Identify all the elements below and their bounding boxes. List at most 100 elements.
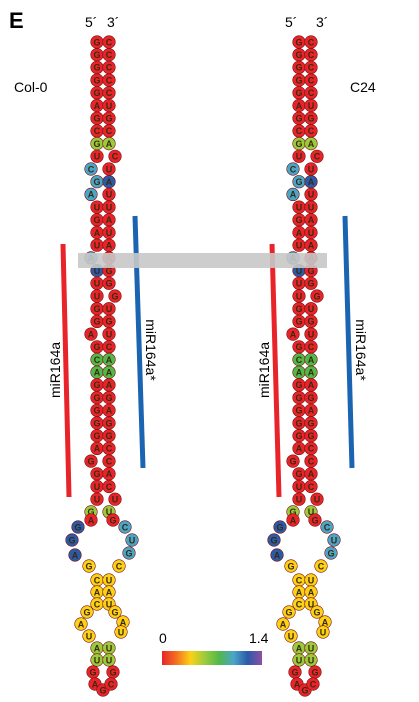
nucleotide-letter: A <box>308 241 315 251</box>
nucleotide-letter: A <box>106 177 113 187</box>
nucleotide-letter: G <box>295 114 302 124</box>
nucleotide-letter: G <box>295 406 302 416</box>
nucleotide-letter: C <box>106 126 113 136</box>
nucleotide-letter: G <box>291 667 298 677</box>
nucleotide-letter: C <box>94 126 101 136</box>
nucleotide-letter: U <box>106 507 113 517</box>
nucleotide-letter: G <box>87 456 94 466</box>
nucleotide-letter: U <box>308 575 315 585</box>
nucleotide-letter: C <box>318 561 325 571</box>
nucleotide-letter: C <box>106 482 113 492</box>
hairpin-c24: GCGCGCGCGCAUGGCCGAUCCUGAAUUUGAAUUAAAUGUG… <box>267 35 341 697</box>
nucleotide-circle <box>68 548 82 562</box>
nucleotide-letter: G <box>295 177 302 187</box>
nucleotide-letter: A <box>290 190 297 200</box>
star-bar-c24 <box>342 215 355 469</box>
nucleotide-letter: G <box>105 266 112 276</box>
nucleotide-letter: U <box>308 507 315 517</box>
nucleotide-letter: C <box>106 50 113 60</box>
star-label-col0: miR164a* <box>143 319 159 381</box>
nucleotide-letter: U <box>94 152 101 162</box>
nucleotide-letter: U <box>106 164 113 174</box>
nucleotide-letter: C <box>106 63 113 73</box>
nucleotide-letter: A <box>322 617 329 627</box>
nucleotide-letter: A <box>308 355 315 365</box>
nucleotide-letter: C <box>324 522 331 532</box>
nucleotide-letter: G <box>295 431 302 441</box>
three-prime-label-c24: 3´ <box>316 14 328 30</box>
nucleotide-letter: C <box>106 88 113 98</box>
nucleotide-letter: C <box>108 679 115 689</box>
nucleotide-letter: G <box>289 456 296 466</box>
nucleotide-letter: G <box>307 266 314 276</box>
nucleotide-letter: A <box>106 469 113 479</box>
nucleotide-circle <box>114 625 128 639</box>
nucleotide-letter: G <box>295 317 302 327</box>
nucleotide-letter: U <box>106 101 113 111</box>
nucleotide-letter: G <box>313 291 320 301</box>
nucleotide-letter: U <box>320 627 327 637</box>
nucleotide-circle <box>306 677 320 691</box>
nucleotide-letter: G <box>295 342 302 352</box>
five-prime-label-c24: 5´ <box>285 14 297 30</box>
nucleotide-letter: A <box>106 215 113 225</box>
nucleotide-letter: C <box>116 561 123 571</box>
nucleotide-letter: U <box>94 241 101 251</box>
star-label-c24: miR164a* <box>353 319 369 381</box>
nucleotide-letter: C <box>308 63 315 73</box>
nucleotide-circle <box>282 605 296 619</box>
nucleotide-circle <box>304 137 318 151</box>
nucleotide-letter: A <box>106 587 113 597</box>
nucleotide-circle <box>304 479 318 494</box>
nucleotide-letter: A <box>120 617 127 627</box>
nucleotide-letter: G <box>93 177 100 187</box>
nucleotide-letter: C <box>308 50 315 60</box>
nucleotide-letter: C <box>94 355 101 365</box>
nucleotide-letter: G <box>295 418 302 428</box>
nucleotide-letter: G <box>327 548 334 558</box>
nucleotide-circle <box>286 454 300 468</box>
nucleotide-letter: C <box>106 342 113 352</box>
nucleotide-letter: G <box>93 50 100 60</box>
nucleotide-letter: A <box>94 228 101 238</box>
nucleotide-letter: A <box>72 550 79 560</box>
nucleotide-letter: G <box>93 469 100 479</box>
nucleotide-circle <box>310 605 324 619</box>
nucleotide-letter: U <box>106 304 113 314</box>
nucleotide-letter: A <box>88 190 95 200</box>
nucleotide-letter: C <box>308 456 315 466</box>
nucleotide-letter: U <box>308 202 315 212</box>
nucleotide-letter: C <box>296 575 303 585</box>
nucleotide-circle <box>284 559 298 573</box>
nucleotide-letter: G <box>287 561 294 571</box>
color-scale-max: 1.4 <box>249 630 269 646</box>
nucleotide-letter: C <box>106 456 113 466</box>
nucleotide-letter: C <box>112 152 119 162</box>
nucleotide-letter: U <box>106 655 113 665</box>
nucleotide-letter: U <box>308 228 315 238</box>
nucleotide-letter: C <box>94 575 101 585</box>
nucleotide-letter: G <box>93 418 100 428</box>
nucleotide-letter: G <box>93 114 100 124</box>
nucleotide-letter: A <box>106 368 113 378</box>
five-prime-label-col0: 5´ <box>85 14 97 30</box>
nucleotide-circle <box>286 162 300 176</box>
nucleotide-letter: U <box>308 304 315 314</box>
nucleotide-letter: G <box>295 63 302 73</box>
nucleotide-letter: A <box>94 643 101 653</box>
nucleotide-circle <box>276 617 290 631</box>
nucleotide-circle <box>308 513 322 527</box>
nucleotide-letter: U <box>94 202 101 212</box>
nucleotide-letter: G <box>295 139 302 149</box>
nucleotide-letter: U <box>106 575 113 585</box>
hairpin-col0: GCGCGCGCGCAUGGCCGAUCCUGAAUUUGAAUUAAAUGUG… <box>65 35 139 697</box>
nucleotide-circle <box>80 605 94 619</box>
nucleotide-letter: U <box>106 228 113 238</box>
nucleotide-letter: A <box>308 215 315 225</box>
nucleotide-letter: G <box>93 304 100 314</box>
nucleotide-letter: A <box>274 550 281 560</box>
nucleotide-letter: G <box>93 37 100 47</box>
nucleotide-circle <box>286 187 300 201</box>
nucleotide-letter: G <box>93 393 100 403</box>
